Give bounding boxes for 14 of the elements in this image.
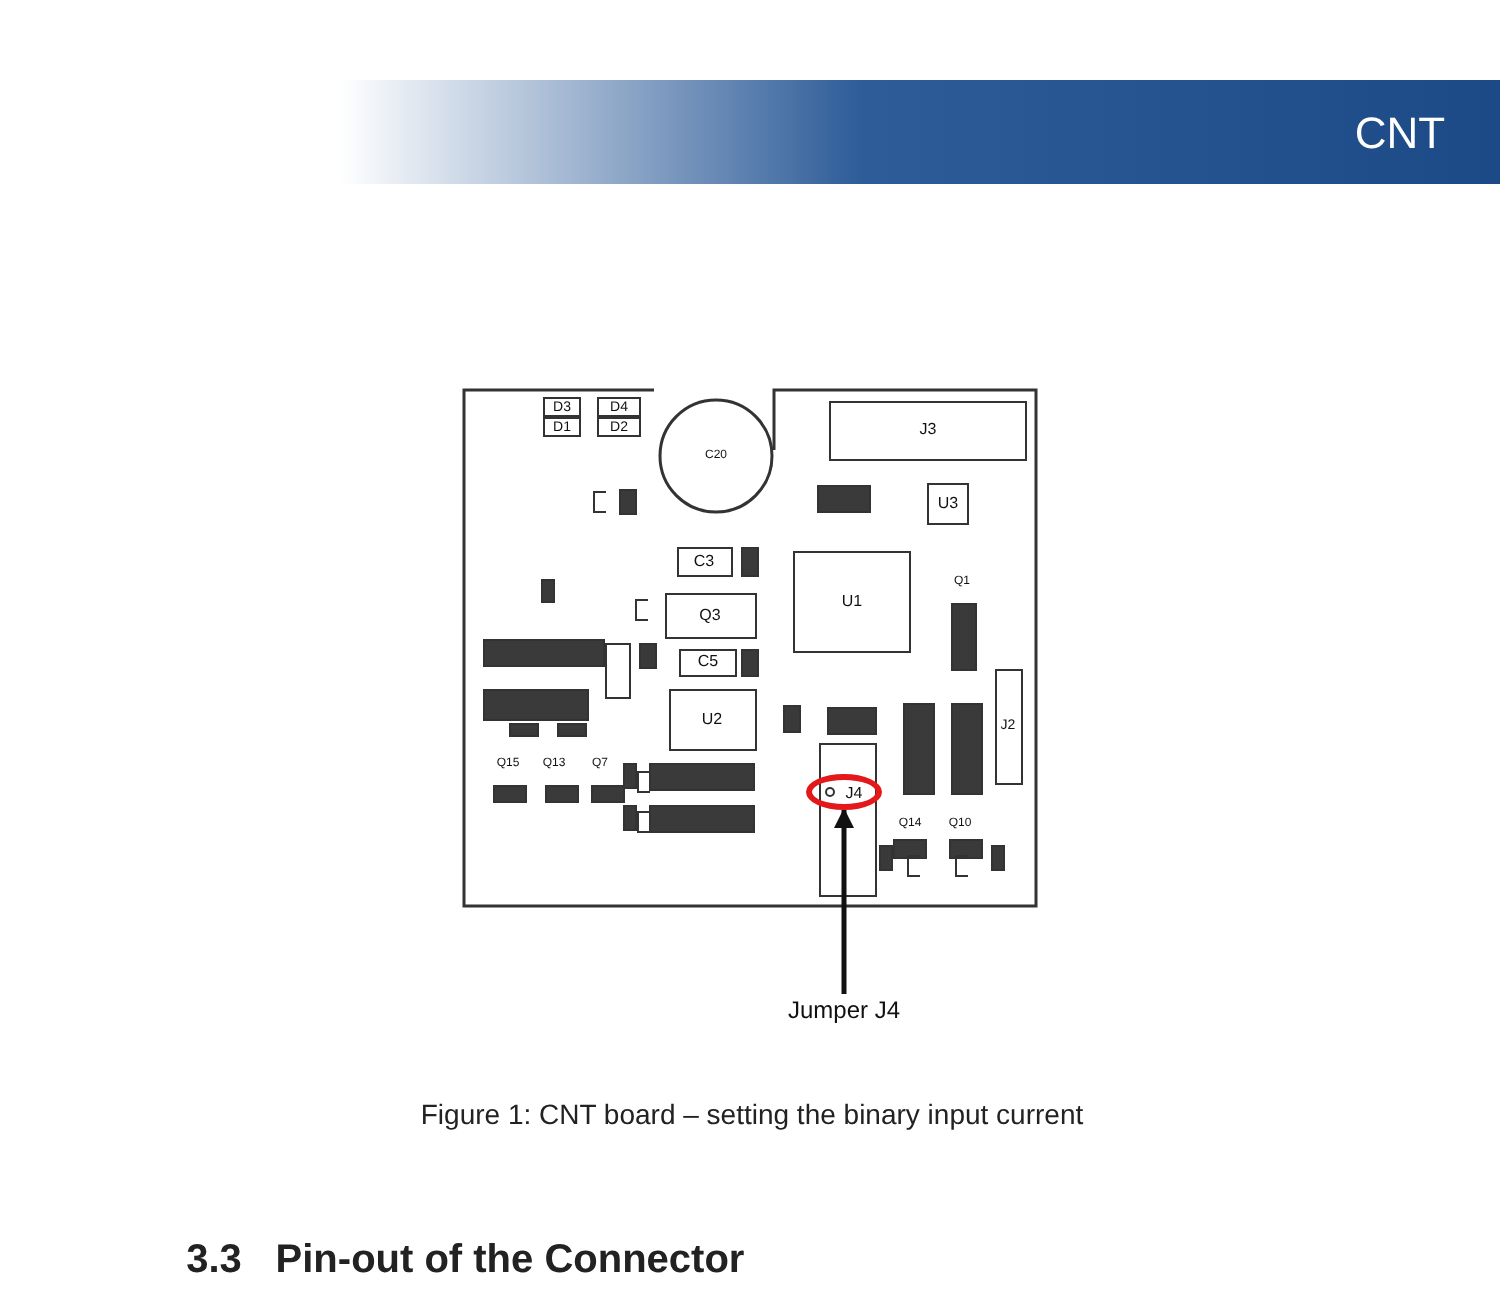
figure-caption: Figure 1: CNT board – setting the binary input current [420, 1100, 1084, 1128]
component-label: U3 [937, 496, 959, 512]
section-heading: Pin-out of the Connector [275, 1240, 745, 1280]
highlight-ellipse: J4 [806, 774, 882, 810]
component-label: U1 [841, 594, 863, 610]
callout-text: Jumper J4 [764, 994, 924, 1026]
component-label: C5 [697, 654, 719, 670]
section-number: 3.3 [186, 1240, 242, 1280]
arrow [834, 808, 854, 994]
header-title: CNT [1354, 112, 1446, 156]
component-label: C3 [693, 554, 715, 570]
component-label: J3 [919, 422, 937, 438]
component-label: Q3 [699, 608, 721, 624]
component-label: U2 [701, 712, 723, 728]
